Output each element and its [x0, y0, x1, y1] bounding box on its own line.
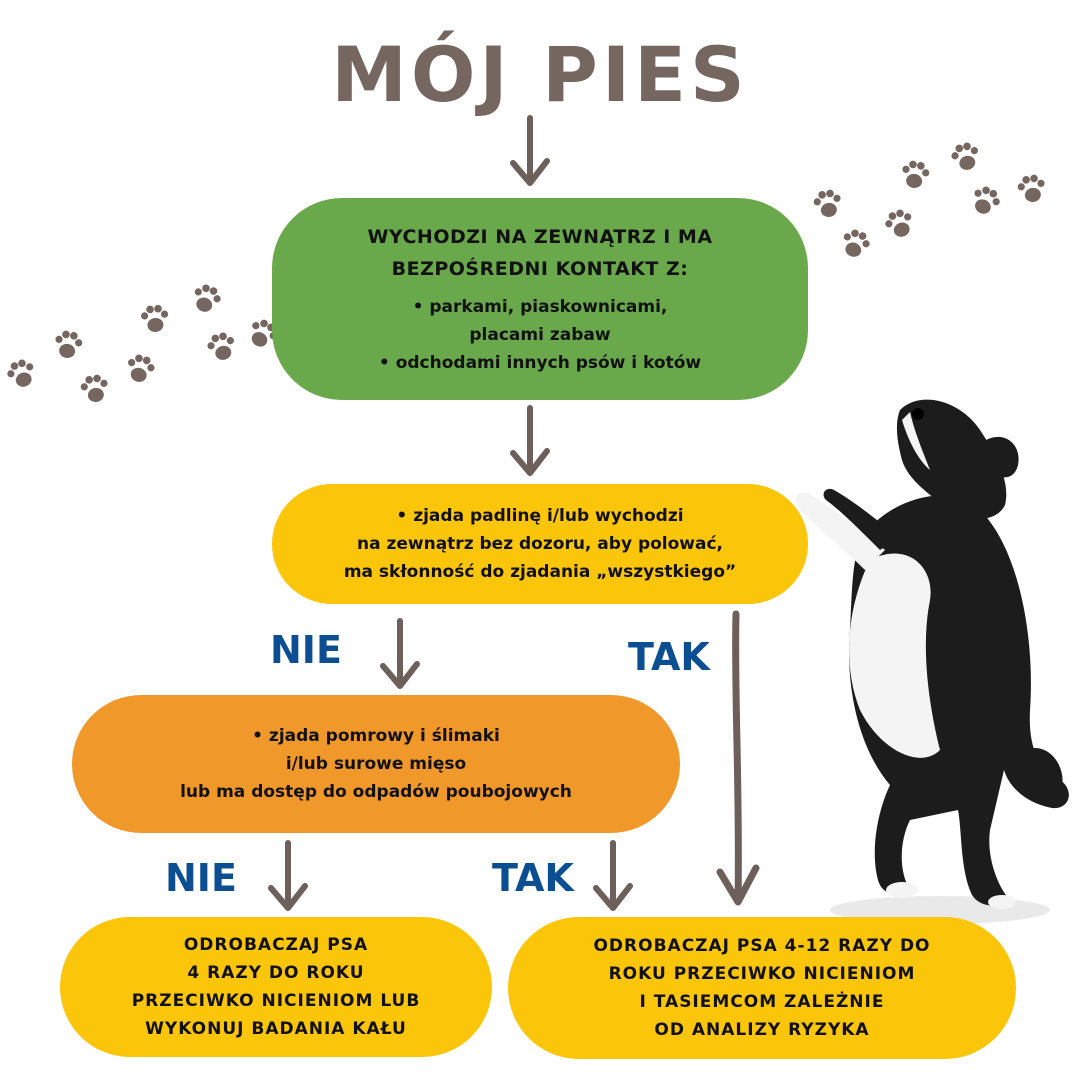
result-line: 4 RAZY DO ROKU	[187, 963, 365, 983]
paw-print-icon	[4, 356, 39, 391]
paw-print-icon	[189, 281, 224, 316]
text-line: • zjada pomrowy i ślimaki	[252, 726, 500, 746]
step-snails-raw-meat-box: • zjada pomrowy i ślimaki i/lub surowe m…	[72, 695, 680, 833]
label-nie-1: NIE	[270, 628, 342, 672]
paw-print-icon	[205, 330, 239, 364]
text-line: i/lub surowe mięso	[285, 754, 467, 774]
paw-print-icon	[949, 140, 983, 174]
step-carrion-box: • zjada padlinę i/lub wychodzi na zewnąt…	[272, 484, 808, 604]
text-line: na zewnątrz bez dozoru, aby polować,	[356, 534, 724, 554]
arrow-down-long-icon	[716, 610, 760, 906]
paw-print-icon	[1016, 173, 1048, 205]
paw-print-icon	[52, 329, 84, 361]
heading-line: WYCHODZI NA ZEWNĄTRZ I MA	[367, 226, 713, 248]
paw-print-icon	[967, 182, 1004, 219]
arrow-down-icon	[593, 840, 633, 911]
paw-print-icon	[899, 159, 931, 191]
label-tak-1: TAK	[628, 635, 710, 679]
text-line: ma skłonność do zjadania „wszystkiego”	[343, 562, 737, 582]
result-line: ROKU PRZECIWKO NICIENIOM	[608, 964, 916, 984]
paw-print-icon	[79, 373, 111, 405]
arrow-down-icon	[268, 840, 308, 911]
arrow-down-icon	[510, 405, 550, 476]
heading-line: BEZPOŚREDNI KONTAKT Z:	[391, 258, 689, 280]
result-line: WYKONUJ BADANIA KAŁU	[145, 1019, 407, 1039]
result-nematodes-4x-box: ODROBACZAJ PSA 4 RAZY DO ROKU PRZECIWKO …	[60, 917, 492, 1057]
result-nematodes-tapeworms-box: ODROBACZAJ PSA 4-12 RAZY DO ROKU PRZECIW…	[508, 917, 1016, 1059]
result-line: OD ANALIZY RYZYKA	[654, 1020, 870, 1040]
paw-print-icon	[140, 304, 170, 334]
arrow-down-icon	[510, 115, 550, 186]
list-item: placami zabaw	[469, 325, 611, 345]
dog-illustration	[795, 399, 1069, 924]
list-item: • odchodami innych psów i kotów	[378, 353, 702, 373]
page-title: MÓJ PIES	[331, 30, 749, 119]
arrow-down-icon	[380, 618, 420, 689]
paw-print-icon	[812, 188, 844, 220]
result-line: ODROBACZAJ PSA 4-12 RAZY DO	[593, 936, 931, 956]
result-line: I TASIEMCOM ZALEŻNIE	[639, 992, 885, 1012]
text-line: • zjada padlinę i/lub wychodzi	[396, 506, 684, 526]
text-line: lub ma dostęp do odpadów poubojowych	[180, 782, 572, 802]
step-outdoor-contact-box: WYCHODZI NA ZEWNĄTRZ I MA BEZPOŚREDNI KO…	[272, 198, 808, 400]
label-tak-2: TAK	[492, 856, 574, 900]
result-line: ODROBACZAJ PSA	[183, 935, 369, 955]
label-nie-2: NIE	[165, 856, 237, 900]
paw-print-icon	[882, 206, 917, 241]
result-line: PRZECIWKO NICIENIOM LUB	[131, 991, 421, 1011]
paw-print-icon	[838, 226, 873, 261]
paw-print-icon	[123, 352, 157, 386]
list-item: • parkami, piaskownicami,	[412, 297, 668, 317]
